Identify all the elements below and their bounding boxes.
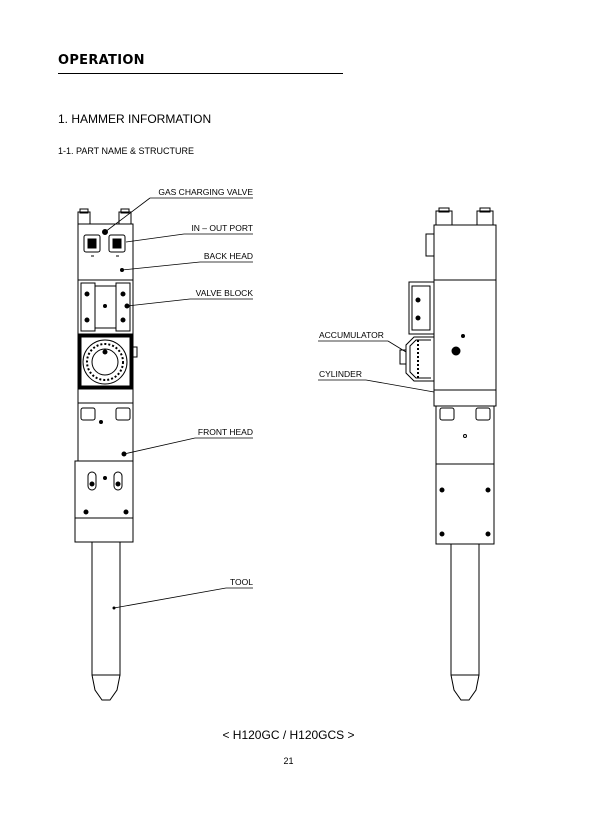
label-front-head: FRONT HEAD bbox=[198, 427, 253, 437]
figure-caption: < H120GC / H120GCS > bbox=[222, 728, 355, 742]
label-cylinder: CYLINDER bbox=[319, 369, 362, 379]
label-in-out-port: IN – OUT PORT bbox=[191, 223, 253, 233]
label-gas-charging-valve: GAS CHARGING VALVE bbox=[158, 187, 253, 197]
front-view bbox=[74, 208, 138, 701]
label-valve-block: VALVE BLOCK bbox=[196, 288, 254, 298]
page-heading: 1. HAMMER INFORMATION bbox=[58, 112, 212, 126]
page-subheading: 1-1. PART NAME & STRUCTURE bbox=[58, 146, 195, 156]
label-tool: TOOL bbox=[230, 577, 253, 587]
section-divider bbox=[58, 73, 343, 74]
label-accumulator: ACCUMULATOR bbox=[319, 330, 384, 340]
section-title: OPERATION bbox=[58, 53, 145, 68]
label-back-head: BACK HEAD bbox=[204, 251, 253, 261]
side-view bbox=[399, 207, 497, 701]
page-number: 21 bbox=[283, 756, 294, 766]
